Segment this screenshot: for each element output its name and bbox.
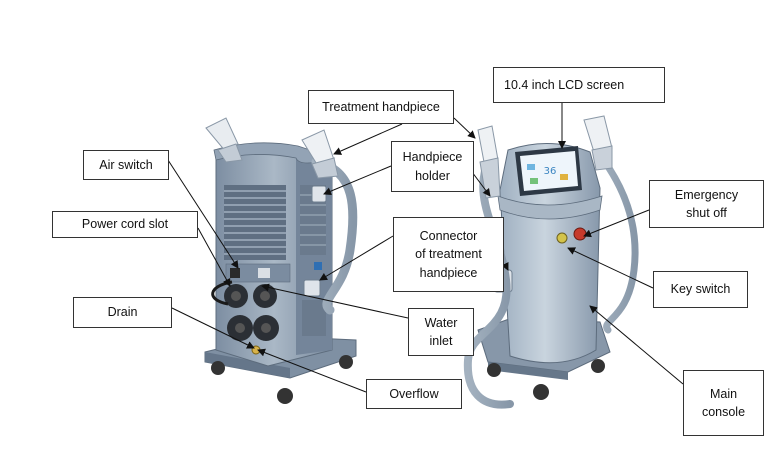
label-emergency-shut-off: Emergency shut off [649,180,764,228]
callout-line [171,307,255,349]
callout-line [197,227,231,287]
label-key-switch: Key switch [653,271,748,308]
label-air-switch: Air switch [83,150,169,180]
callout-line [167,159,239,269]
callout-line [257,348,367,393]
label-overflow: Overflow [366,379,462,409]
callout-line [589,305,684,385]
label-handpiece-holder: Handpiece holder [391,141,474,192]
rear-machine [204,117,358,404]
callout-lines [167,103,684,393]
label-lcd-screen: 10.4 inch LCD screen [493,67,665,103]
callout-line [453,117,476,139]
cooling-fans [224,284,279,341]
wheel [277,388,293,404]
rear-vent-grille [224,185,326,260]
callout-line [319,235,394,281]
key-switch [556,232,568,244]
wheel [339,355,353,369]
wheel [487,363,501,377]
lcd-screen: 36 [515,146,582,196]
wheel [591,359,605,373]
callout-line [471,171,491,197]
lcd-readout: 36 [544,166,557,177]
callout-line [583,209,650,238]
callout-line [261,283,409,319]
callout-line [333,123,403,155]
callout-line [567,247,654,289]
callout-line [323,165,392,195]
label-treatment-handpiece: Treatment handpiece [308,90,454,124]
rear-handpieces [205,117,339,179]
label-drain: Drain [73,297,172,328]
label-connector-treatment-handpiece: Connector of treatment handpiece [393,217,504,292]
label-power-cord-slot: Power cord slot [52,211,198,238]
label-main-console: Main console [683,370,764,436]
wheel [211,361,225,375]
wheel [533,384,549,400]
callout-line [501,261,509,271]
emergency-stop-button [573,227,587,241]
label-water-inlet: Water inlet [408,308,474,356]
